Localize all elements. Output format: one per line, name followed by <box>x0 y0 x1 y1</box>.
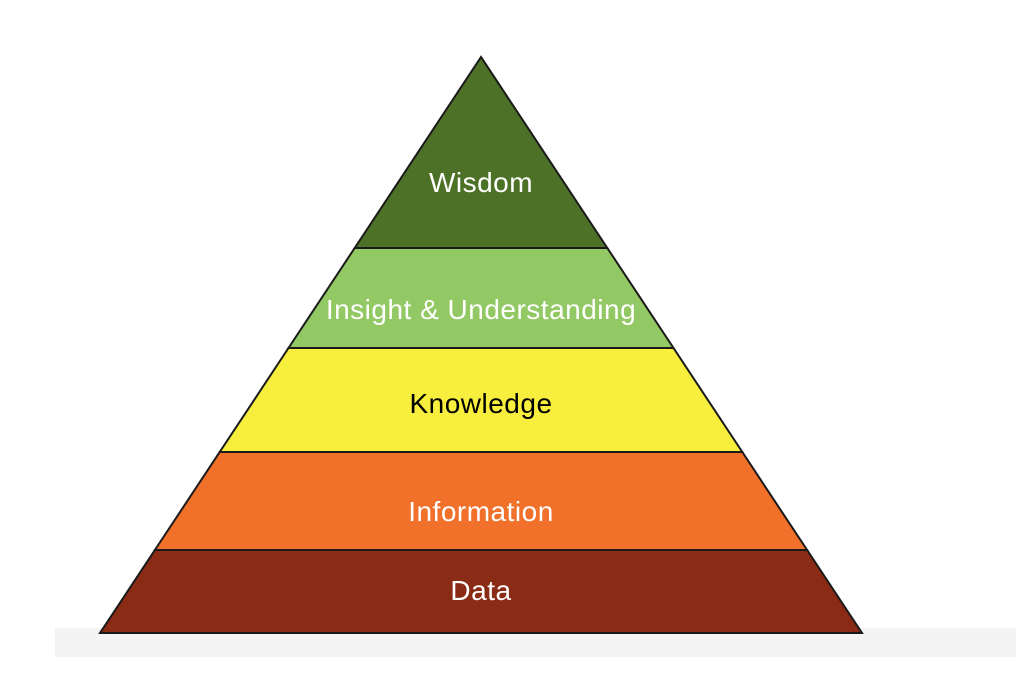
pyramid-layer-label-data: Data <box>450 575 511 606</box>
pyramid-layer-wisdom <box>352 55 610 249</box>
pyramid-layer-label-information: Information <box>408 496 554 527</box>
pyramid-layer-label-knowledge: Knowledge <box>409 388 552 419</box>
pyramid-layer-label-wisdom: Wisdom <box>429 167 533 198</box>
pyramid-layer-data <box>98 549 864 634</box>
pyramid-layer-label-insight: Insight & Understanding <box>326 294 636 325</box>
